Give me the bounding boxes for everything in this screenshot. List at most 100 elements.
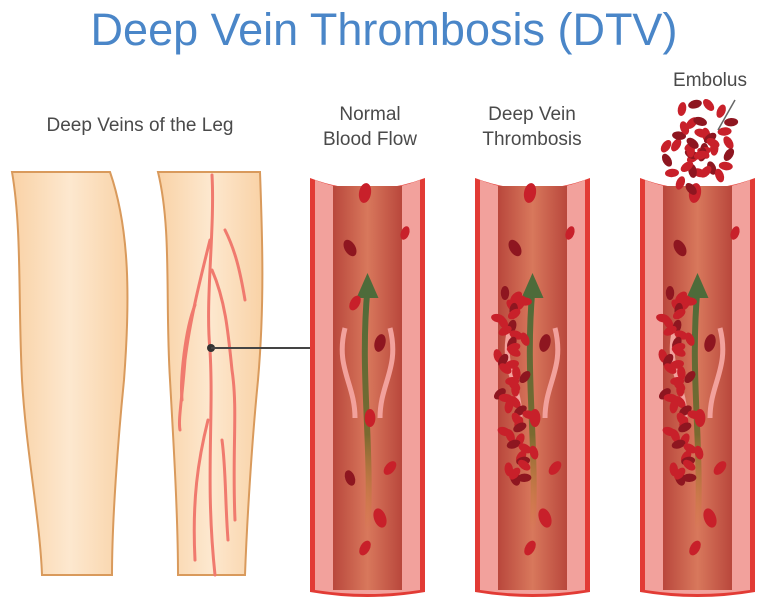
blood-cell — [663, 316, 674, 329]
blood-cell — [724, 117, 739, 127]
blood-cell — [672, 308, 686, 320]
blood-cell — [539, 334, 551, 352]
blood-cell — [664, 363, 677, 374]
blood-cell — [730, 226, 740, 240]
blood-cell — [507, 308, 521, 320]
blood-cell — [693, 116, 707, 126]
blood-cell — [704, 334, 716, 352]
blood-cell — [498, 353, 509, 367]
blood-cell — [358, 183, 372, 203]
blood-cell — [685, 332, 695, 346]
blood-cell — [717, 127, 732, 136]
blood-cell — [677, 102, 687, 116]
blood-cell — [677, 365, 686, 380]
dvt-label-line2: Thrombosis — [482, 129, 582, 150]
blood-cell — [524, 540, 536, 556]
blood-cell — [714, 168, 725, 183]
blood-clot — [491, 286, 539, 483]
blood-cell — [511, 382, 520, 397]
blood-cell — [703, 99, 715, 111]
blood-cell — [500, 286, 510, 300]
blood-cell — [670, 429, 680, 443]
blood-cell — [723, 148, 735, 161]
flow-arrow — [526, 287, 537, 533]
flow-arrow — [361, 287, 372, 533]
blood-cell — [671, 439, 686, 449]
blood-cell — [676, 382, 685, 397]
normal-flow-label-line1: Normal — [339, 104, 401, 125]
blood-cell — [665, 286, 675, 300]
blood-cell — [669, 399, 679, 414]
arrow-head-icon — [521, 273, 544, 298]
blood-cell — [675, 176, 686, 190]
leg-with-veins — [156, 171, 310, 577]
blood-cell — [383, 461, 397, 475]
blood-cell — [682, 297, 697, 306]
blood-cell — [506, 439, 521, 449]
blood-cell — [508, 239, 522, 257]
blood-cell — [686, 137, 699, 149]
blood-cell — [682, 473, 697, 483]
blood-cell — [507, 346, 521, 357]
blood-cell — [673, 239, 687, 257]
blood-cell — [509, 467, 521, 480]
blood-cell — [683, 459, 696, 471]
blood-cell — [548, 461, 562, 475]
dvt-label: Deep Vein Thrombosis — [462, 102, 602, 152]
blood-cell — [685, 183, 697, 195]
embolus-pointer — [717, 99, 736, 131]
blood-cell — [687, 410, 702, 420]
blood-cell — [498, 325, 512, 336]
blood-cell — [565, 226, 575, 240]
blood-cell — [504, 399, 514, 414]
blood-cell — [694, 445, 704, 460]
blood-cell — [519, 370, 531, 384]
blood-cell — [684, 370, 696, 384]
arrow-head-icon — [686, 273, 709, 298]
blood-cell — [671, 138, 682, 152]
blood-cell — [512, 365, 521, 380]
normal-flow-label: Normal Blood Flow — [300, 102, 440, 152]
blood-cell — [359, 540, 371, 556]
blood-cell — [693, 150, 708, 160]
blood-cell — [718, 161, 733, 171]
dvt-label-line1: Deep Vein — [488, 104, 576, 125]
leg-outline — [10, 171, 129, 576]
blood-cell — [498, 316, 509, 329]
flow-arrow — [691, 287, 702, 533]
blood-cell — [703, 508, 717, 528]
blood-cell — [529, 445, 539, 460]
blood-cell — [663, 353, 674, 367]
valve — [339, 327, 358, 419]
arrow-head-icon — [356, 273, 379, 298]
valve — [707, 327, 726, 419]
blood-cell — [520, 332, 530, 346]
blood-cell — [523, 183, 537, 203]
blood-cell — [716, 104, 726, 118]
blood-cell — [672, 131, 687, 140]
vessel-normal — [310, 178, 425, 597]
blood-cell — [344, 470, 356, 486]
blood-cell — [522, 410, 537, 420]
valve — [542, 327, 561, 419]
blood-cell — [689, 540, 701, 556]
blood-cell — [663, 325, 677, 336]
blood-cell — [343, 239, 357, 257]
blood-cell — [674, 467, 686, 480]
blood-cell — [538, 508, 552, 528]
embolus-clot — [660, 99, 739, 195]
blood-cell — [513, 422, 527, 433]
blood-cell — [665, 168, 679, 178]
leg-label: Deep Veins of the Leg — [46, 115, 234, 136]
blood-cell — [680, 161, 694, 172]
blood-cell — [400, 226, 410, 240]
blood-cell — [688, 99, 702, 109]
vessel-embolus — [640, 99, 755, 597]
blood-cell — [661, 153, 673, 167]
blood-cell — [518, 459, 531, 471]
blood-cell — [713, 461, 727, 475]
blood-clot — [656, 286, 704, 483]
blood-cell — [349, 295, 361, 311]
